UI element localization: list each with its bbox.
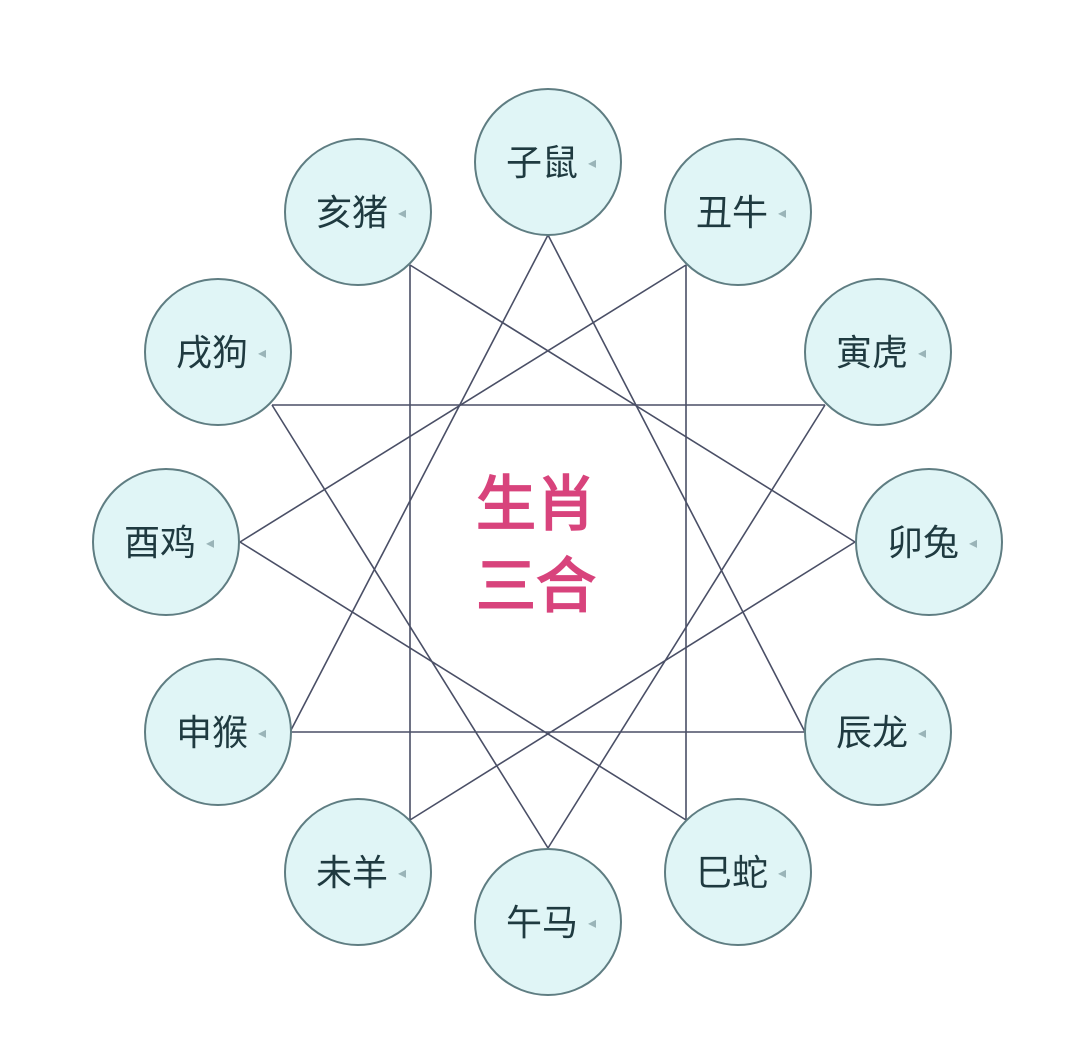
zodiac-label: 丑牛 <box>696 193 768 234</box>
zodiac-node: 戌狗 ◂ <box>144 278 292 426</box>
trine-line <box>409 541 856 821</box>
return-mark-icon: ◂ <box>918 723 926 742</box>
zodiac-node: 寅虎 ◂ <box>804 278 952 426</box>
zodiac-node: 辰龙 ◂ <box>804 658 952 806</box>
zodiac-circle <box>804 278 952 426</box>
trine-line <box>409 264 856 543</box>
zodiac-label: 辰龙 <box>836 713 908 754</box>
return-mark-icon: ◂ <box>206 533 214 552</box>
return-mark-icon: ◂ <box>588 913 596 932</box>
zodiac-label: 亥猪 <box>316 193 388 234</box>
zodiac-node: 午马 ◂ <box>474 848 622 996</box>
title-line-1: 生肖 <box>476 470 596 540</box>
return-mark-icon: ◂ <box>778 203 786 222</box>
zodiac-node: 酉鸡 ◂ <box>92 468 240 616</box>
zodiac-circle <box>144 658 292 806</box>
zodiac-label: 子鼠 <box>506 143 578 184</box>
return-mark-icon: ◂ <box>969 533 977 552</box>
return-mark-icon: ◂ <box>588 153 596 172</box>
zodiac-nodes: 子鼠 ◂ 丑牛 ◂ 寅虎 ◂ 卯兔 ◂ 辰龙 ◂ 巳蛇 ◂ 午马 ◂ 未羊 ◂ 申猴 ◂ 酉鸡 ◂ 戌狗 ◂ 亥猪 ◂ <box>92 88 1003 996</box>
trine-line <box>271 404 549 849</box>
zodiac-circle <box>284 798 432 946</box>
return-mark-icon: ◂ <box>398 203 406 222</box>
zodiac-circle <box>855 468 1003 616</box>
trine-line <box>289 234 549 733</box>
zodiac-circle <box>474 848 622 996</box>
return-mark-icon: ◂ <box>258 723 266 742</box>
zodiac-circle <box>284 138 432 286</box>
zodiac-node: 卯兔 ◂ <box>855 468 1003 616</box>
zodiac-node: 申猴 ◂ <box>144 658 292 806</box>
zodiac-label: 申猴 <box>176 713 248 754</box>
trine-line <box>547 234 806 733</box>
zodiac-node: 丑牛 ◂ <box>664 138 812 286</box>
return-mark-icon: ◂ <box>398 863 406 882</box>
title-line-2: 三合 <box>476 552 596 622</box>
zodiac-label: 午马 <box>506 903 578 944</box>
zodiac-circle <box>664 798 812 946</box>
zodiac-node: 亥猪 ◂ <box>284 138 432 286</box>
zodiac-label: 未羊 <box>316 853 388 894</box>
zodiac-circle <box>664 138 812 286</box>
trine-line <box>239 541 687 821</box>
return-mark-icon: ◂ <box>778 863 786 882</box>
zodiac-label: 卯兔 <box>887 523 959 564</box>
zodiac-label: 戌狗 <box>176 333 248 374</box>
zodiac-circle <box>92 468 240 616</box>
return-mark-icon: ◂ <box>258 343 266 362</box>
zodiac-circle <box>804 658 952 806</box>
zodiac-circle <box>144 278 292 426</box>
zodiac-node: 子鼠 ◂ <box>474 88 622 236</box>
zodiac-label: 巳蛇 <box>696 853 768 894</box>
zodiac-circle <box>474 88 622 236</box>
trine-lines <box>239 234 856 849</box>
zodiac-label: 寅虎 <box>836 333 908 374</box>
return-mark-icon: ◂ <box>918 343 926 362</box>
trine-line <box>239 264 687 543</box>
zodiac-label: 酉鸡 <box>124 523 196 564</box>
zodiac-node: 巳蛇 ◂ <box>664 798 812 946</box>
zodiac-node: 未羊 ◂ <box>284 798 432 946</box>
